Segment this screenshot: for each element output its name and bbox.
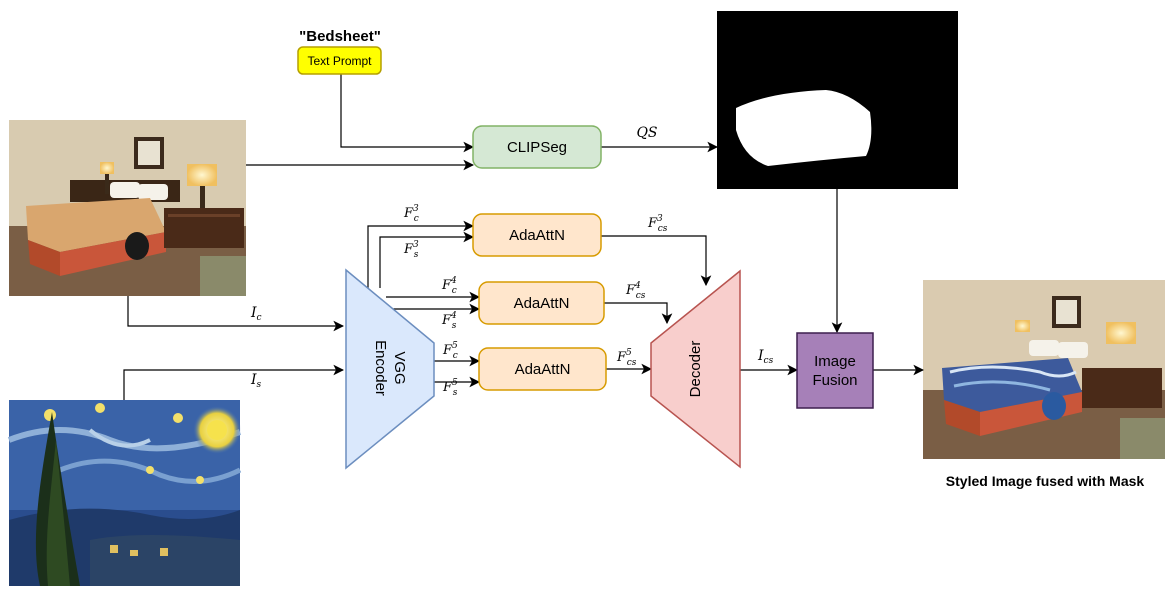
image-fusion-block[interactable]: [796, 332, 874, 409]
adaattn-block-3[interactable]: [478, 347, 607, 391]
arrow-fcs4: [604, 302, 673, 325]
ics-label: Ics: [757, 348, 774, 366]
arrow-fc3: [367, 220, 475, 288]
fusion-label-1: Image: [814, 353, 856, 370]
connectors: [123, 74, 925, 400]
encoder-label-2: Encoder: [372, 340, 389, 396]
arrow-style-to-encoder: [123, 364, 345, 400]
decoder-block[interactable]: [650, 269, 741, 469]
output-caption: Styled Image fused with Mask: [946, 473, 1145, 489]
text-prompt-label: Text Prompt: [307, 54, 372, 68]
encoder-label-1: VGG: [391, 351, 408, 384]
output-image: [923, 280, 1165, 459]
mask-image: [717, 11, 958, 189]
content-image: [9, 120, 246, 296]
text-prompt-box[interactable]: [297, 46, 382, 75]
ic-label: Ic: [250, 305, 262, 323]
adaattn-label-3: AdaAttN: [515, 361, 571, 378]
adaattn-block-2[interactable]: [478, 281, 605, 325]
prompt-quote: "Bedsheet": [299, 28, 381, 45]
qs-label: QS: [636, 125, 657, 141]
decoder-label: Decoder: [687, 341, 704, 398]
style-image: [7, 400, 242, 586]
adaattn-label-1: AdaAttN: [509, 227, 565, 244]
adaattn-block-1[interactable]: [472, 213, 602, 257]
adaattn-label-2: AdaAttN: [514, 295, 570, 312]
clipseg-block[interactable]: [472, 125, 602, 169]
arrow-prompt-to-clipseg: [340, 74, 475, 153]
vgg-encoder-block[interactable]: [345, 268, 435, 470]
arrow-fs3: [379, 231, 475, 288]
is-label: Is: [250, 372, 262, 390]
fusion-label-2: Fusion: [812, 372, 857, 389]
arrow-content-to-encoder: [127, 296, 345, 332]
clipseg-label: CLIPSeg: [507, 139, 567, 156]
arrow-fcs3: [601, 235, 712, 287]
